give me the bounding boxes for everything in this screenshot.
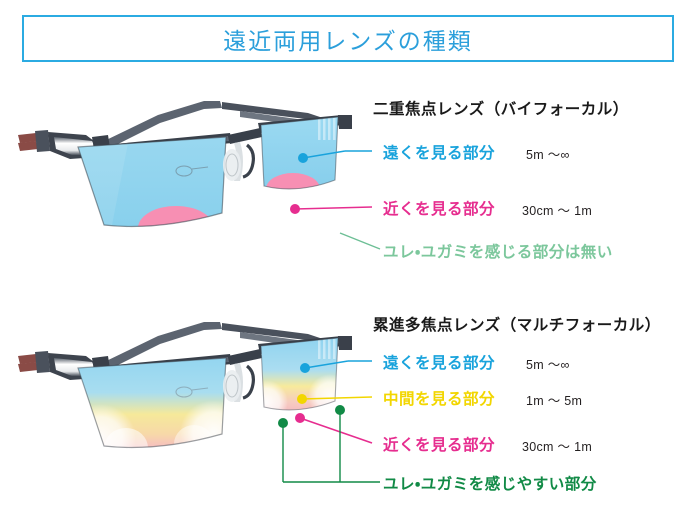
- section-progressive-heading: 累進多焦点レンズ（マルチフォーカル）: [373, 317, 661, 334]
- progressive-range-middle: 1m 〜 5m: [526, 394, 583, 408]
- bifocal-label-far: 遠くを見る部分: [383, 145, 496, 162]
- progressive-range-near: 30cm 〜 1m: [522, 440, 593, 454]
- progressive-label-middle: 中間を見る部分: [383, 391, 496, 408]
- section-bifocal: 二重焦点レンズ（バイフォーカル）: [0, 85, 700, 280]
- page-title-box: 遠近両用レンズの種類: [22, 15, 674, 62]
- progressive-glasses-illustration: [8, 306, 358, 496]
- section-progressive: 累進多焦点レンズ（マルチフォーカル）: [0, 298, 700, 524]
- bifocal-note-no-sway: ユレ・ユガミを感じる部分は無い: [383, 244, 613, 261]
- bifocal-range-near: 30cm 〜 1m: [522, 204, 593, 218]
- bifocal-glasses-illustration: [8, 85, 358, 275]
- progressive-label-far: 遠くを見る部分: [383, 355, 496, 372]
- progressive-range-far: 5m 〜∞: [526, 358, 570, 372]
- bifocal-range-far: 5m 〜∞: [526, 148, 570, 162]
- page-title: 遠近両用レンズの種類: [223, 27, 473, 54]
- progressive-label-near: 近くを見る部分: [383, 437, 496, 454]
- section-bifocal-heading: 二重焦点レンズ（バイフォーカル）: [373, 101, 629, 118]
- bifocal-label-near: 近くを見る部分: [383, 201, 496, 218]
- progressive-note-sway: ユレ・ユガミを感じやすい部分: [383, 476, 597, 493]
